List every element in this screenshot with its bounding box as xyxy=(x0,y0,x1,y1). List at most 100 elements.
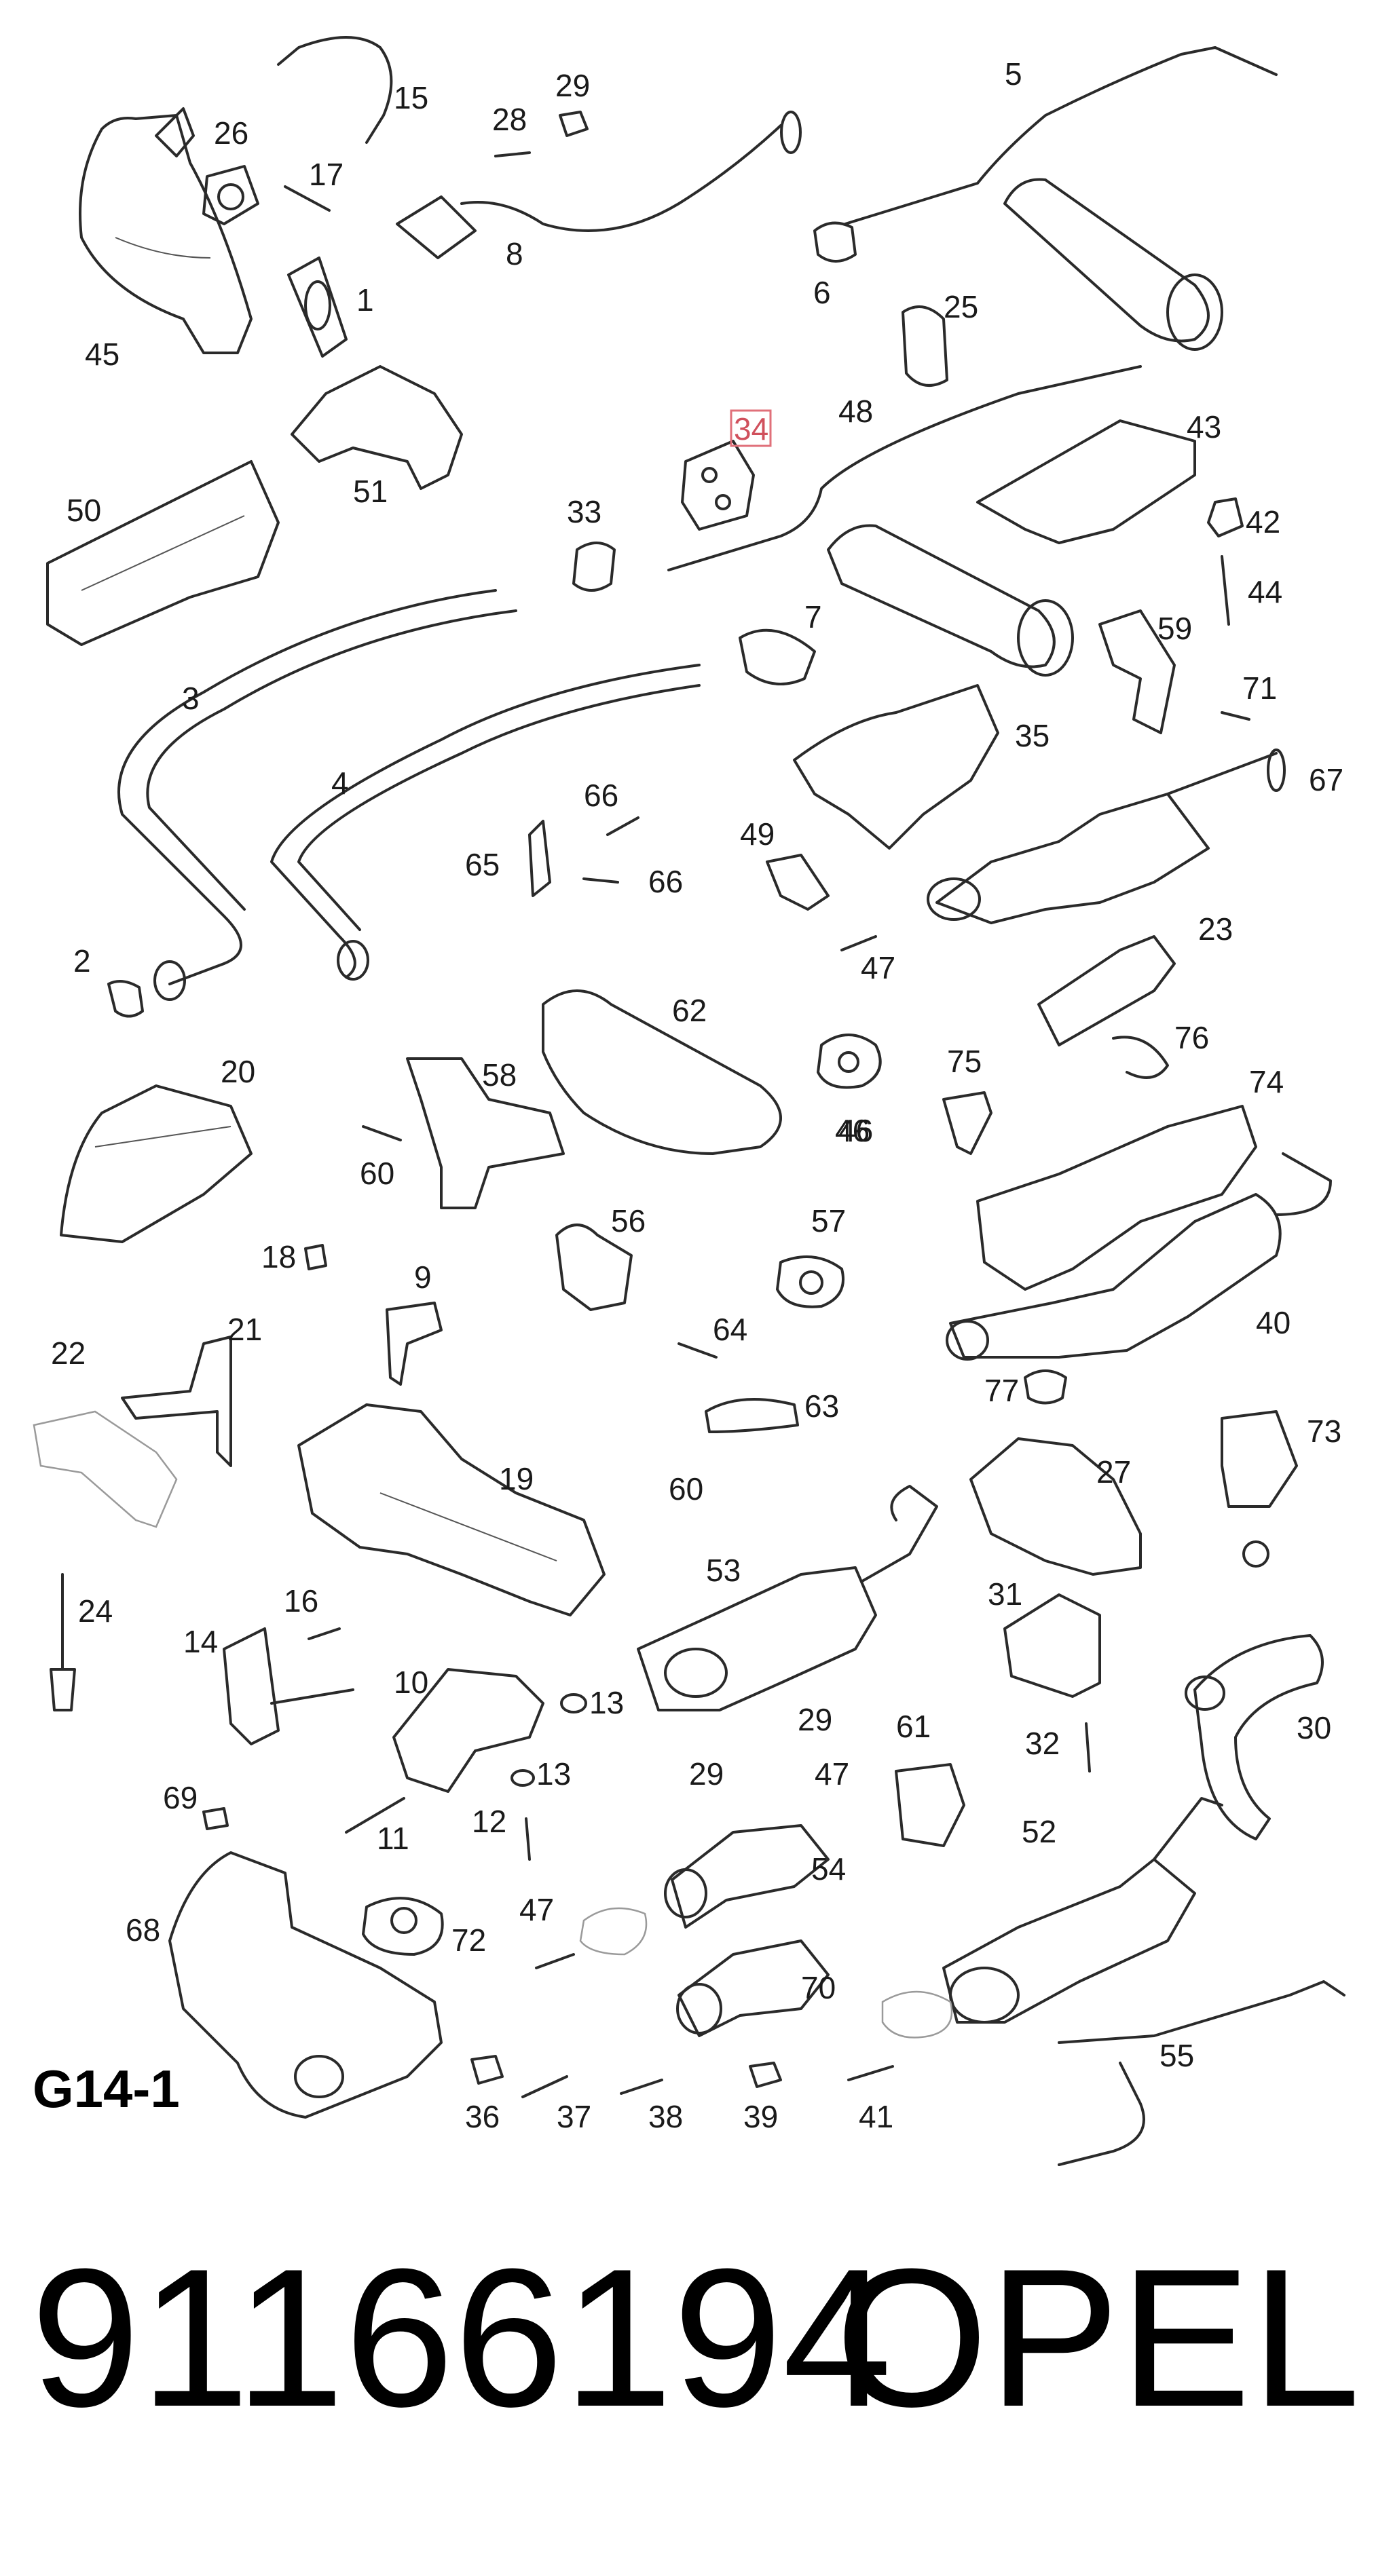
part-63-hose xyxy=(705,1398,799,1433)
part-14-bracket xyxy=(223,1627,354,1745)
callout-27: 27 xyxy=(1096,1454,1131,1490)
callout-25: 25 xyxy=(944,289,978,324)
part-51-bracket xyxy=(291,365,463,490)
part-19-heat-shield xyxy=(297,1403,606,1616)
part-21-bracket xyxy=(121,1336,232,1467)
callout-69: 69 xyxy=(163,1780,198,1815)
part-76-sensor xyxy=(1112,1036,1169,1079)
part-6-clamp xyxy=(813,221,857,263)
callout-10: 10 xyxy=(394,1665,428,1700)
part-5-rear-muffler xyxy=(844,46,1278,225)
callout-15: 15 xyxy=(394,80,428,115)
part-73-mount xyxy=(1221,1410,1298,1508)
part-25-hanger xyxy=(902,305,948,387)
callout-53: 53 xyxy=(706,1553,741,1588)
part-49-bracket xyxy=(766,854,830,911)
part-18-nut xyxy=(304,1244,327,1270)
callout-67: 67 xyxy=(1309,762,1343,797)
part-drawings xyxy=(33,36,1345,2166)
part-17-stud xyxy=(284,185,331,212)
callout-52: 52 xyxy=(1022,1814,1056,1849)
part-43-heat-shield xyxy=(976,419,1196,544)
callout-20: 20 xyxy=(221,1054,255,1089)
part-20-heat-shield xyxy=(60,1084,253,1243)
part-41-bolt xyxy=(847,2065,894,2081)
callout-1: 1 xyxy=(356,282,374,318)
callout-66b: 66 xyxy=(648,864,683,899)
callout-75: 75 xyxy=(947,1044,982,1079)
part-75-bracket xyxy=(942,1091,992,1155)
part-44-bolt xyxy=(1221,555,1230,626)
part-58-bracket xyxy=(406,1057,565,1209)
part-77-clamp xyxy=(1024,1369,1067,1405)
callout-64: 64 xyxy=(713,1312,747,1347)
callout-50: 50 xyxy=(67,493,101,528)
callout-30: 30 xyxy=(1297,1710,1331,1745)
callout-73: 73 xyxy=(1307,1414,1341,1449)
callout-49: 49 xyxy=(740,816,775,852)
callout-66a: 66 xyxy=(584,778,618,813)
part-62-flex-pipe xyxy=(542,989,782,1155)
ghost-gasket-47 xyxy=(579,1907,648,1956)
part-8-front-pipe xyxy=(396,124,782,259)
callout-labels: 15 26 17 28 29 5 8 1 6 25 45 48 34 43 51… xyxy=(33,56,1343,2134)
callout-68: 68 xyxy=(126,1912,160,1948)
callout-56: 56 xyxy=(611,1203,646,1238)
callout-62: 62 xyxy=(672,993,707,1028)
part-33-clamp xyxy=(572,542,616,592)
part-23-bracket xyxy=(1037,935,1176,1046)
part-52-silencer xyxy=(942,1858,1196,2024)
callout-54: 54 xyxy=(811,1851,846,1887)
callout-17: 17 xyxy=(309,157,344,192)
callout-74: 74 xyxy=(1249,1064,1284,1099)
part-72-gasket xyxy=(362,1897,444,1956)
callout-3: 3 xyxy=(182,681,200,716)
callout-23: 23 xyxy=(1198,911,1233,947)
part-35-heat-shield xyxy=(793,684,999,850)
callout-35: 35 xyxy=(1015,718,1050,753)
part-56-bracket xyxy=(555,1224,633,1311)
part-11-stud xyxy=(345,1797,405,1834)
callout-43: 43 xyxy=(1187,409,1221,444)
part-30-pipe xyxy=(1193,1634,1324,1840)
part-57-gasket xyxy=(776,1255,844,1308)
part-53-silencer xyxy=(637,1566,877,1711)
callout-39: 39 xyxy=(743,2099,778,2134)
callout-8: 8 xyxy=(506,236,523,271)
callout-44: 44 xyxy=(1248,574,1282,609)
part-60-bolt xyxy=(362,1125,402,1141)
callout-21: 21 xyxy=(227,1312,262,1347)
callout-33: 33 xyxy=(567,494,601,529)
callout-29c: 29 xyxy=(689,1756,724,1792)
part-1-gasket xyxy=(287,257,348,358)
callout-2: 2 xyxy=(73,943,91,979)
callout-72: 72 xyxy=(451,1922,486,1958)
callout-5: 5 xyxy=(1005,56,1022,92)
callout-26: 26 xyxy=(214,115,248,151)
callout-58: 58 xyxy=(482,1057,517,1093)
callout-29b: 29 xyxy=(798,1702,832,1737)
callout-48: 48 xyxy=(838,394,873,429)
callout-46: 46 xyxy=(838,1113,873,1148)
callout-47b: 47 xyxy=(815,1756,849,1792)
part-65-bracket xyxy=(528,820,551,897)
callout-11: 11 xyxy=(377,1821,409,1856)
callout-24: 24 xyxy=(78,1593,113,1629)
callout-47a: 47 xyxy=(861,950,895,985)
part-7-clamp xyxy=(739,628,816,685)
callout-46-label: 46 xyxy=(835,1113,870,1148)
callout-71: 71 xyxy=(1242,670,1277,706)
callout-4: 4 xyxy=(331,765,349,801)
callout-16: 16 xyxy=(284,1583,318,1618)
part-24-rivet xyxy=(50,1573,76,1711)
part-28-stud xyxy=(494,151,531,157)
part-13-washer xyxy=(560,1693,587,1713)
part-61-mount xyxy=(895,1763,965,1847)
callout-77: 77 xyxy=(984,1373,1019,1408)
part-71-bolt xyxy=(1221,711,1250,721)
part-3-pipe xyxy=(117,589,497,985)
callout-37: 37 xyxy=(557,2099,591,2134)
part-39-nut xyxy=(749,2062,782,2088)
brand-name: OPEL xyxy=(835,2228,1360,2448)
